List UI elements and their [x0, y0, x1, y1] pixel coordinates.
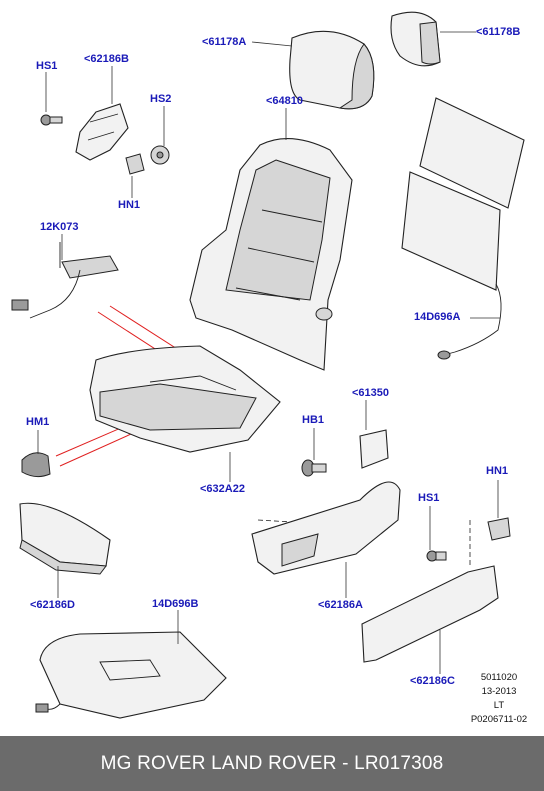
label-bracket-b: <62186B	[84, 53, 129, 65]
label-hn1-left: HN1	[118, 199, 141, 211]
label-heater-back: 14D696A	[414, 311, 461, 323]
trim-c-drawing	[361, 520, 499, 663]
headrest-b-drawing	[390, 11, 441, 67]
ref-line-4: P0206711-02	[470, 714, 528, 725]
parts-diagram: <61178A <61178B HS1 <62186B HS2 HN1 <648…	[11, 11, 528, 725]
label-trim-c: <62186C	[410, 675, 455, 687]
label-hb1: HB1	[302, 414, 325, 426]
label-hm1: HM1	[26, 416, 50, 428]
seat-exploded-view	[11, 11, 525, 719]
label-trim-d: <62186D	[30, 599, 75, 611]
headrest-a-drawing	[289, 30, 375, 110]
label-headrest-a: <61178A	[202, 36, 247, 48]
label-hs1-right: HS1	[418, 492, 440, 504]
trim-d-drawing	[19, 502, 111, 575]
nut-hs2-drawing	[150, 145, 170, 165]
label-trim-a: <62186A	[318, 599, 363, 611]
footer-text: MG ROVER LAND ROVER - LR017308	[100, 752, 444, 774]
screw-hs1-drawing	[40, 114, 63, 126]
heater-back-drawing	[401, 97, 525, 360]
label-cover-cable: 12K073	[40, 221, 79, 233]
ref-line-2: 13-2013	[481, 686, 517, 697]
backrest-drawing	[189, 138, 353, 371]
cover-61350-drawing	[359, 429, 389, 469]
trim-a-drawing	[251, 481, 401, 575]
cushion-drawing	[89, 345, 281, 453]
clip-hm1-drawing	[21, 452, 51, 478]
ref-line-1: 5011020	[480, 672, 518, 683]
label-cover-61350: <61350	[352, 387, 390, 399]
label-headrest-b: <61178B	[476, 26, 521, 38]
heater-cushion-drawing	[35, 631, 227, 719]
bracket-b-drawing	[75, 103, 129, 161]
label-hs2: HS2	[150, 93, 172, 105]
footer-banner: MG ROVER LAND ROVER - LR017308	[0, 736, 544, 791]
nut-hn1-right-drawing	[487, 517, 511, 541]
label-cushion: <632A22	[200, 483, 245, 495]
ref-line-3: LT	[493, 700, 505, 711]
label-backrest: <64810	[266, 95, 304, 107]
cable-12k073-drawing	[11, 242, 119, 319]
label-hn1-right: HN1	[486, 465, 509, 477]
label-heater-cushion: 14D696B	[152, 598, 199, 610]
screw-hs1-right-drawing	[426, 550, 447, 562]
bolt-hb1-drawing	[301, 459, 327, 477]
label-hs1-top: HS1	[36, 60, 58, 72]
nut-hn1-drawing	[125, 153, 145, 175]
